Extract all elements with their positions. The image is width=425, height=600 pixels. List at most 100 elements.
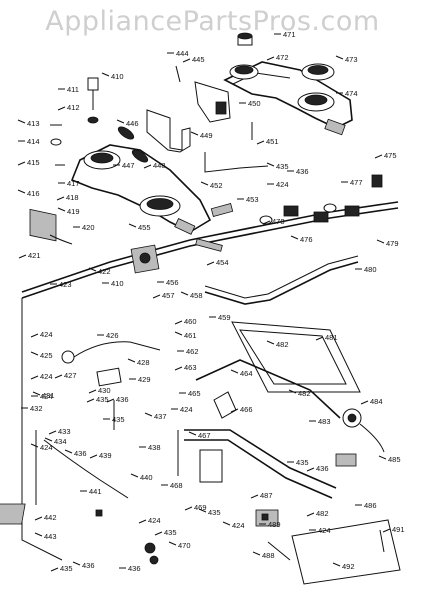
callout-413: 413 xyxy=(27,119,40,128)
valves xyxy=(130,174,383,274)
leader-line xyxy=(144,412,153,417)
callout-446: 446 xyxy=(126,119,139,128)
callout-423: 423 xyxy=(59,280,72,289)
bottom-bracket xyxy=(291,519,401,585)
callout-431: 431 xyxy=(42,391,55,400)
callout-466: 466 xyxy=(240,405,253,414)
callout-432: 432 xyxy=(30,404,43,413)
callout-435: 435 xyxy=(60,564,73,573)
leader-line xyxy=(89,454,98,459)
callout-417: 417 xyxy=(67,179,80,188)
leader-line xyxy=(335,55,344,60)
callout-424: 424 xyxy=(318,526,331,535)
oven-burner-section xyxy=(195,321,385,467)
callout-436: 436 xyxy=(82,561,95,570)
callout-479: 479 xyxy=(386,239,399,248)
callout-428: 428 xyxy=(137,358,150,367)
callout-459: 459 xyxy=(218,313,231,322)
callout-455: 455 xyxy=(138,223,151,232)
leader-line xyxy=(168,541,177,546)
leader-line xyxy=(101,72,110,77)
leader-line xyxy=(174,366,183,371)
leader-line xyxy=(72,561,81,566)
callout-424: 424 xyxy=(40,330,53,339)
leader-line xyxy=(174,331,183,336)
leader-line xyxy=(152,294,161,299)
leader-line xyxy=(50,567,59,572)
callout-461: 461 xyxy=(184,331,197,340)
callout-433: 433 xyxy=(58,427,71,436)
callout-414: 414 xyxy=(27,137,40,146)
leader-line xyxy=(290,235,299,240)
callout-435: 435 xyxy=(296,458,309,467)
leader-line xyxy=(34,516,43,521)
callout-424: 424 xyxy=(180,405,193,414)
callout-427: 427 xyxy=(64,371,77,380)
leader-line xyxy=(17,119,26,124)
callout-435: 435 xyxy=(164,528,177,537)
leader-line xyxy=(378,455,387,460)
leader-line xyxy=(188,431,197,436)
callout-477: 477 xyxy=(350,178,363,187)
leader-line xyxy=(56,196,65,201)
callout-453: 453 xyxy=(246,195,259,204)
leader-line xyxy=(86,398,95,403)
callout-440: 440 xyxy=(140,473,153,482)
callout-424: 424 xyxy=(232,521,245,530)
callout-426: 426 xyxy=(106,331,119,340)
callout-438: 438 xyxy=(148,443,161,452)
leader-line xyxy=(88,389,97,394)
leader-line xyxy=(54,374,63,379)
leader-line xyxy=(262,220,271,225)
callout-465: 465 xyxy=(188,389,201,398)
callout-439: 439 xyxy=(99,451,112,460)
leader-line xyxy=(222,521,231,526)
leader-line xyxy=(206,261,215,266)
callout-480: 480 xyxy=(364,265,377,274)
callout-457: 457 xyxy=(162,291,175,300)
leader-line xyxy=(200,181,209,186)
top-left-small-parts xyxy=(29,77,149,245)
leader-line xyxy=(17,161,26,166)
callout-484: 484 xyxy=(370,397,383,406)
callout-478: 478 xyxy=(272,217,285,226)
leader-line xyxy=(288,389,297,394)
leader-line xyxy=(250,494,259,499)
callout-425: 425 xyxy=(40,351,53,360)
callout-463: 463 xyxy=(184,363,197,372)
front-burner-assembly xyxy=(70,144,212,235)
callout-424: 424 xyxy=(276,180,289,189)
callout-492: 492 xyxy=(342,562,355,571)
leader-line xyxy=(30,333,39,338)
leader-line xyxy=(138,519,147,524)
leader-line xyxy=(315,336,324,341)
callout-475: 475 xyxy=(384,151,397,160)
callout-424: 424 xyxy=(148,516,161,525)
leader-line xyxy=(17,189,26,194)
callout-474: 474 xyxy=(345,89,358,98)
callout-491: 491 xyxy=(392,525,405,534)
callout-437: 437 xyxy=(154,412,167,421)
leader-line xyxy=(360,400,369,405)
leader-line xyxy=(190,131,199,136)
callout-488: 488 xyxy=(262,551,275,560)
callout-469: 469 xyxy=(194,503,207,512)
callout-422: 422 xyxy=(98,267,111,276)
callout-424: 424 xyxy=(40,372,53,381)
callout-481: 481 xyxy=(325,333,338,342)
callout-436: 436 xyxy=(296,167,309,176)
leader-line xyxy=(154,531,163,536)
control-modules xyxy=(0,503,291,565)
leader-line xyxy=(32,391,41,396)
callout-468: 468 xyxy=(170,481,183,490)
callout-458: 458 xyxy=(190,291,203,300)
callout-424: 424 xyxy=(40,392,53,401)
leader-line xyxy=(143,164,152,169)
rear-burner-assembly xyxy=(223,32,353,136)
callout-436: 436 xyxy=(316,464,329,473)
leader-line xyxy=(128,223,137,228)
callout-489: 489 xyxy=(268,520,281,529)
callout-452: 452 xyxy=(210,181,223,190)
callout-435: 435 xyxy=(96,395,109,404)
